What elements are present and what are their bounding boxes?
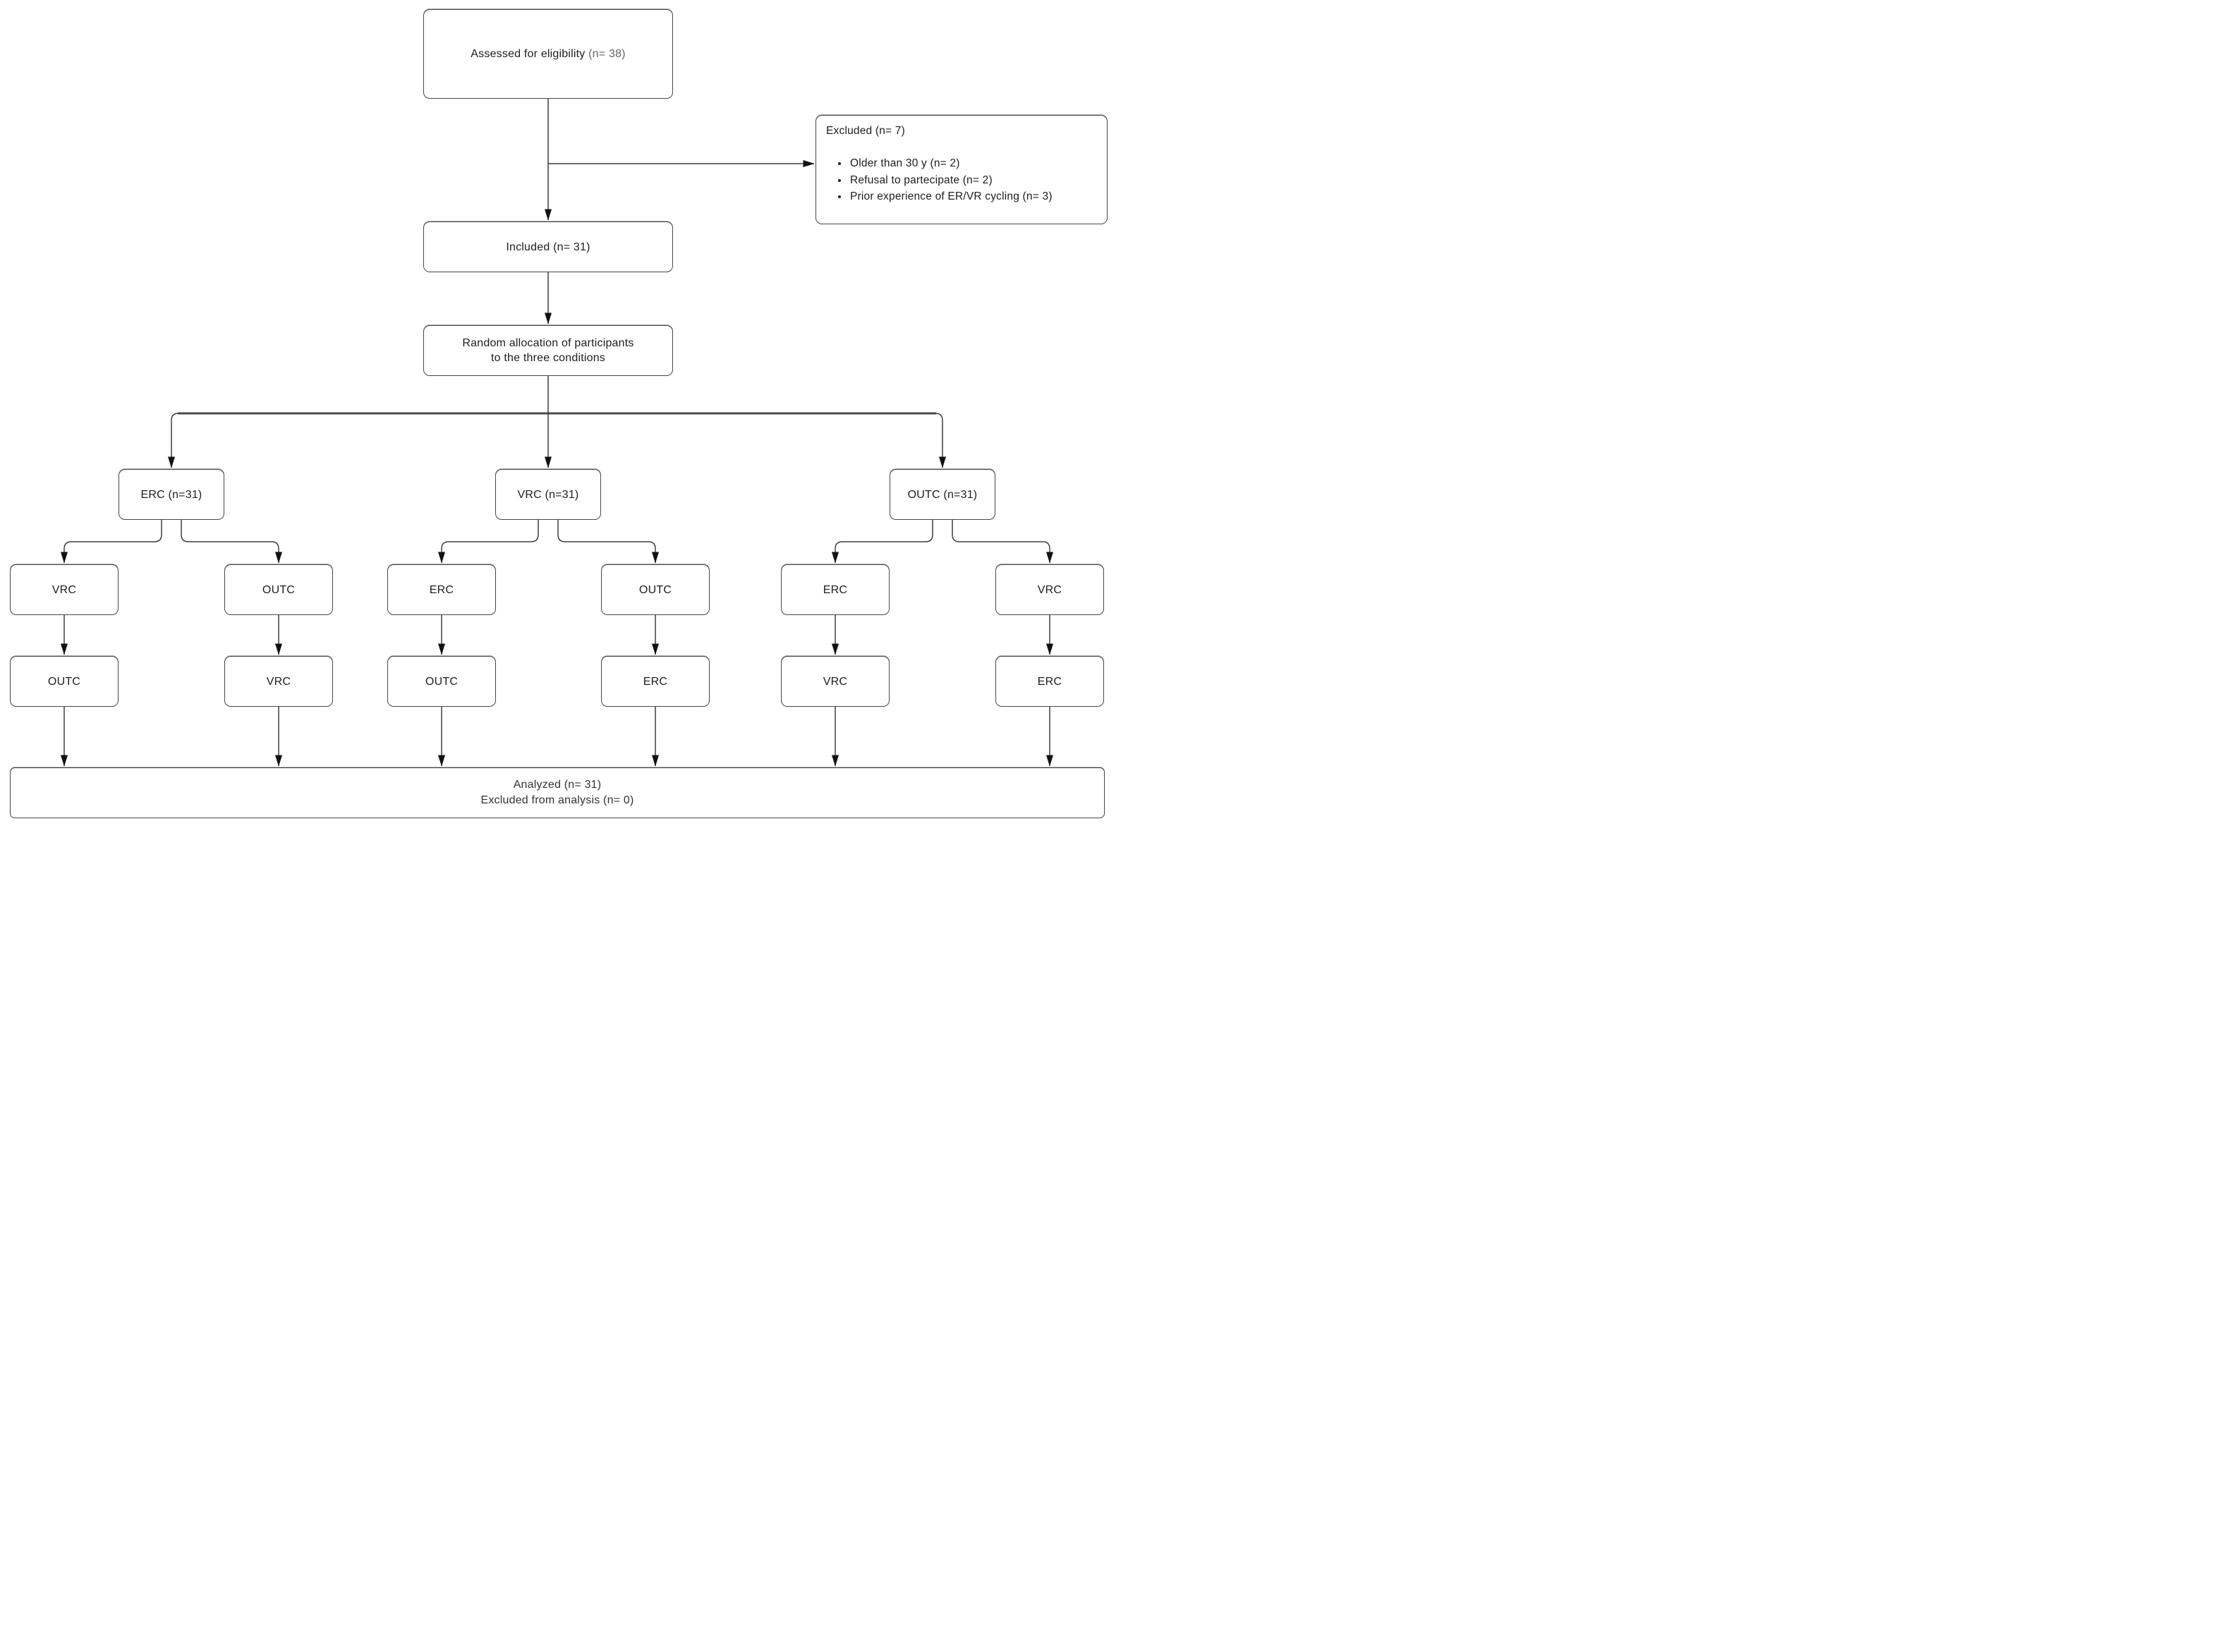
assessed-count: (n= 38) (588, 48, 626, 60)
analyzed-line2: Excluded from analysis (n= 0) (480, 794, 634, 806)
node-arm-erc: ERC (n=31) (119, 469, 224, 520)
period2-5-label: ERC (823, 583, 848, 596)
connector-random-erc (168, 413, 548, 468)
node-period2-5: ERC (781, 564, 890, 615)
excluded-reasons-list: Older than 30 y (n= 2) Refusal to partec… (826, 155, 1053, 205)
arm-erc-label: ERC (n=31) (140, 488, 202, 501)
node-analyzed: Analyzed (n= 31) Excluded from analysis … (10, 767, 1105, 818)
node-assessed: Assessed for eligibility (n= 38) (423, 9, 673, 99)
node-arm-vrc: VRC (n=31) (495, 469, 601, 520)
period3-5-label: VRC (823, 675, 848, 688)
arm-outc-label: OUTC (n=31) (907, 488, 978, 501)
flow-diagram: Assessed for eligibility (n= 38) Exclude… (0, 0, 1112, 826)
connector-erc-vrc2 (61, 520, 162, 564)
connector-random-outc (548, 413, 946, 468)
assessed-label: Assessed for eligibility (471, 48, 586, 60)
arm-vrc-label: VRC (n=31) (517, 488, 579, 501)
node-random-allocation: Random allocation of participants to the… (423, 325, 673, 376)
connector-vrc-erc2 (438, 520, 539, 564)
period3-6-label: ERC (1037, 675, 1062, 688)
node-included: Included (n= 31) (423, 221, 673, 272)
node-period2-1: VRC (10, 564, 119, 615)
node-excluded: Excluded (n= 7) Older than 30 y (n= 2) R… (816, 115, 1108, 224)
node-period3-3: OUTC (387, 656, 496, 707)
period2-1-label: VRC (51, 583, 77, 596)
excluded-reason: Refusal to partecipate (n= 2) (849, 172, 1053, 189)
connector-vrc-outc2 (557, 520, 659, 564)
excluded-reason: Older than 30 y (n= 2) (849, 155, 1053, 172)
node-period3-4: ERC (601, 656, 710, 707)
node-arm-outc: OUTC (n=31) (890, 469, 995, 520)
node-period3-1: OUTC (10, 656, 119, 707)
period2-3-label: ERC (429, 583, 454, 596)
period3-4-label: ERC (643, 675, 668, 688)
random-allocation-line2: to the three conditions (490, 352, 606, 364)
connector-outc-vrc2 (952, 520, 1053, 564)
included-label: Included (n= 31) (506, 241, 590, 253)
connector-erc-outc2 (181, 520, 282, 564)
node-period2-3: ERC (387, 564, 496, 615)
node-period3-6: ERC (995, 656, 1104, 707)
node-period3-5: VRC (781, 656, 890, 707)
connector-layer (61, 99, 1053, 767)
analyzed-line1: Analyzed (n= 31) (513, 779, 602, 791)
node-period3-2: VRC (224, 656, 333, 707)
node-period2-2: OUTC (224, 564, 333, 615)
period3-2-label: VRC (266, 675, 291, 688)
node-period2-4: OUTC (601, 564, 710, 615)
excluded-reason: Prior experience of ER/VR cycling (n= 3) (849, 188, 1053, 205)
period3-1-label: OUTC (47, 675, 81, 688)
excluded-title: Excluded (n= 7) (826, 125, 905, 137)
period2-2-label: OUTC (262, 583, 296, 596)
node-period2-6: VRC (995, 564, 1104, 615)
random-allocation-line1: Random allocation of participants (462, 337, 634, 349)
connector-outc-erc2 (832, 520, 933, 564)
period2-4-label: OUTC (638, 583, 672, 596)
period2-6-label: VRC (1037, 583, 1062, 596)
period3-3-label: OUTC (425, 675, 459, 688)
